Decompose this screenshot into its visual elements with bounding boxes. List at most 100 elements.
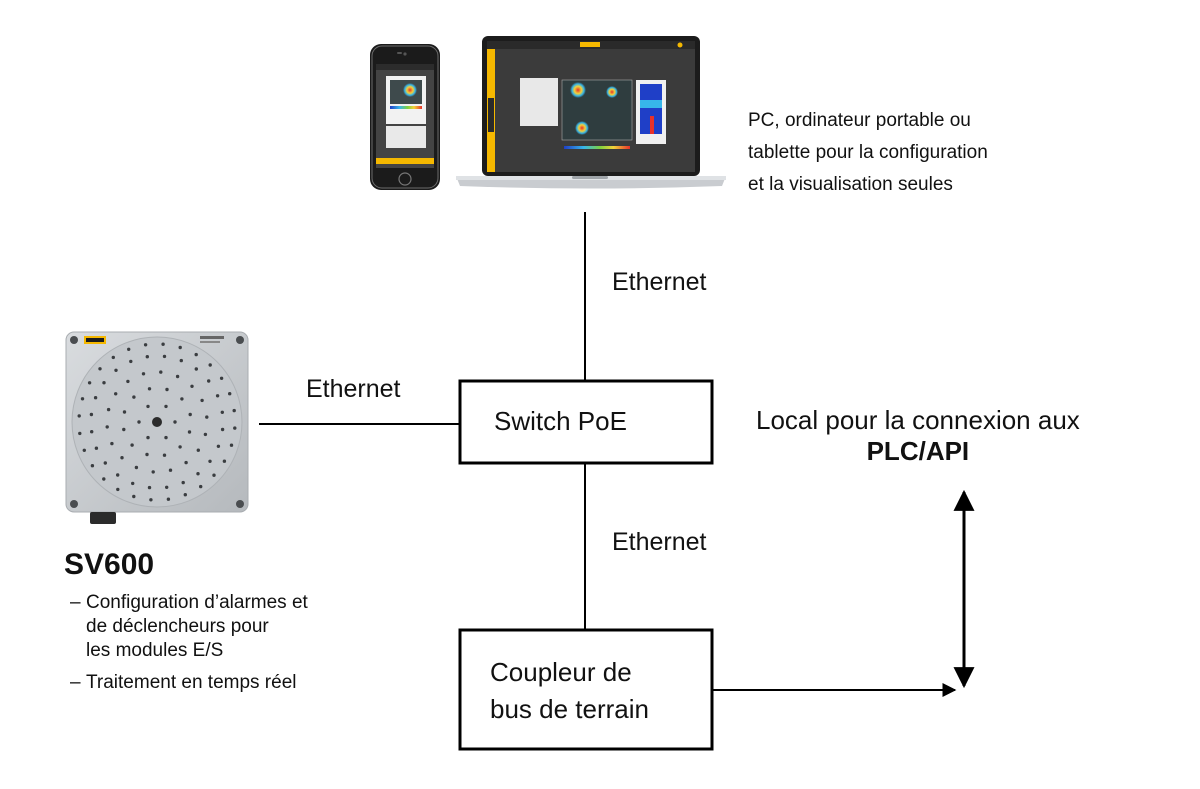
microphone-hole — [145, 452, 149, 457]
sv600-feature-item: Configuration d’alarmes et de déclencheu… — [70, 591, 406, 663]
microphone-hole — [208, 363, 212, 367]
microphone-hole — [116, 473, 120, 477]
microphone-hole — [102, 477, 106, 481]
microphone-hole — [89, 412, 94, 417]
microphone-hole — [220, 410, 224, 414]
microphone-hole — [228, 392, 232, 396]
microphone-hole — [199, 484, 203, 489]
ethernet-label-bottom: Ethernet — [612, 528, 707, 556]
microphone-hole — [90, 464, 95, 468]
microphone-hole — [82, 448, 87, 452]
microphone-hole — [166, 497, 171, 501]
microphone-hole — [229, 443, 234, 447]
microphone-hole — [147, 485, 152, 490]
microphone-hole — [106, 407, 111, 412]
devices-description-line: PC, ordinateur portable ou — [748, 110, 971, 131]
microphone-hole — [120, 456, 124, 460]
microphone-hole — [173, 420, 177, 424]
sv600-feature-line: les modules E/S — [86, 640, 224, 661]
microphone-hole — [146, 404, 150, 409]
microphone-hole — [98, 367, 102, 371]
smartphone-icon — [370, 44, 440, 190]
coupler-label-line2: bus de terrain — [490, 694, 649, 724]
microphone-hole — [203, 432, 208, 437]
microphone-hole — [207, 379, 211, 383]
microphone-hole — [183, 493, 187, 497]
microphone-hole — [127, 347, 131, 351]
ethernet-label-left: Ethernet — [306, 375, 401, 403]
microphone-hole — [194, 367, 198, 371]
microphone-hole — [114, 392, 118, 396]
devices-description: PC, ordinateur portable ou tablette pour… — [748, 105, 1068, 201]
plc-connection-line2: PLC/API — [866, 436, 970, 466]
microphone-hole — [102, 381, 106, 385]
coupler-label: Coupleur de bus de terrain — [490, 654, 649, 728]
microphone-hole — [132, 395, 136, 399]
microphone-hole — [196, 448, 200, 452]
microphone-hole — [80, 397, 85, 401]
microphone-hole — [105, 425, 109, 429]
plc-connection-line1: Local pour la connexion aux — [756, 405, 1080, 435]
microphone-hole — [165, 485, 169, 489]
microphone-hole — [179, 358, 183, 363]
microphone-hole — [212, 473, 216, 477]
microphone-hole — [134, 465, 139, 470]
microphone-hole — [205, 415, 209, 419]
microphone-hole — [146, 435, 150, 440]
microphone-hole — [196, 472, 200, 476]
microphone-hole — [200, 398, 204, 403]
ethernet-label-top: Ethernet — [612, 268, 707, 296]
microphone-hole — [180, 397, 184, 401]
microphone-hole — [145, 355, 149, 359]
microphone-hole — [232, 408, 236, 413]
microphone-hole — [220, 427, 225, 432]
microphone-hole — [110, 441, 114, 446]
microphone-hole — [78, 431, 82, 436]
microphone-hole — [90, 430, 94, 434]
microphone-hole — [147, 387, 152, 391]
sv600-feature-line: de déclencheurs pour — [86, 616, 269, 637]
microphone-hole — [126, 379, 130, 384]
sv600-feature-line: Configuration d’alarmes et — [86, 592, 308, 613]
microphone-hole — [164, 404, 168, 409]
microphone-hole — [151, 470, 155, 474]
microphone-hole — [181, 480, 185, 485]
switch-box — [458, 379, 714, 465]
plc-connection-label: Local pour la connexion aux PLC/API — [756, 405, 1080, 467]
sv600-feature-line: Traitement en temps réel — [86, 672, 297, 693]
microphone-hole — [216, 444, 221, 448]
laptop-icon — [456, 36, 726, 189]
microphone-hole — [178, 445, 182, 449]
sv600-title: SV600 — [64, 548, 155, 581]
microphone-hole — [114, 368, 118, 372]
microphone-hole — [93, 396, 98, 400]
microphone-hole — [194, 352, 198, 357]
microphone-hole — [137, 420, 141, 424]
coupler-box — [458, 628, 714, 751]
microphone-hole — [149, 498, 153, 502]
devices-description-line: tablette pour la configuration — [748, 142, 988, 163]
microphone-hole — [103, 461, 108, 465]
microphone-hole — [164, 435, 168, 440]
microphone-hole — [222, 459, 227, 463]
microphone-hole — [122, 427, 126, 432]
microphone-hole — [187, 430, 192, 434]
sv600-feature-item: Traitement en temps réel — [70, 671, 406, 695]
coupler-label-line1: Coupleur de — [490, 657, 632, 687]
microphone-hole — [162, 453, 167, 457]
microphone-hole — [77, 414, 81, 418]
microphone-hole — [215, 394, 220, 398]
microphone-hole — [111, 355, 116, 360]
sv600-sensor-icon — [65, 331, 249, 524]
microphone-hole — [87, 381, 92, 385]
microphone-hole — [129, 359, 133, 364]
microphone-hole — [132, 494, 136, 499]
microphone-hole — [175, 374, 180, 379]
devices-description-line: et la visualisation seules — [748, 174, 953, 195]
microphone-hole — [208, 459, 212, 463]
microphone-hole — [143, 343, 148, 347]
microphone-hole — [130, 443, 134, 447]
microphone-hole — [159, 370, 163, 374]
microphone-hole — [94, 446, 99, 450]
